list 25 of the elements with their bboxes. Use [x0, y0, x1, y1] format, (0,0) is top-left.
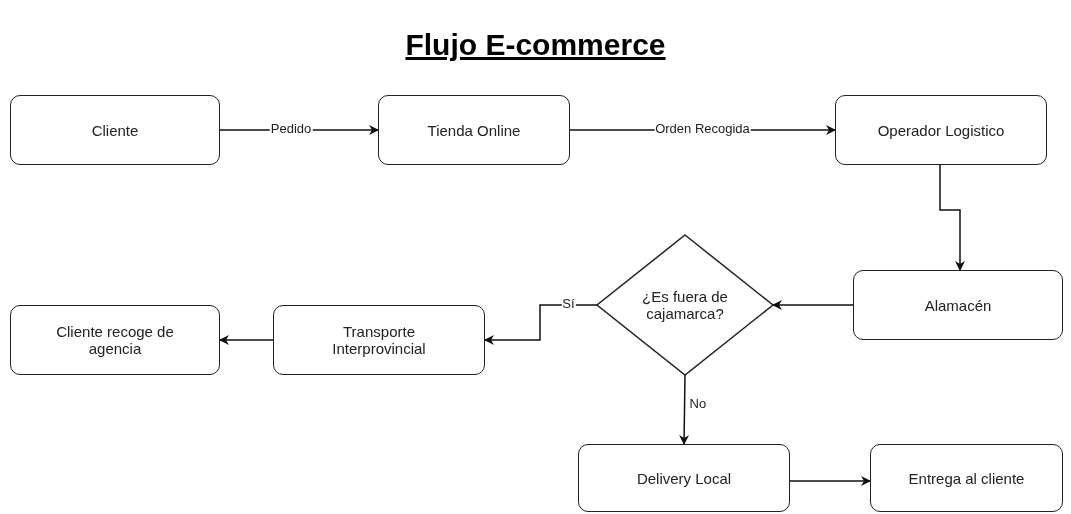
node-label: Cliente recoge de agencia [55, 323, 175, 357]
process-box [273, 305, 485, 375]
process-box [10, 95, 220, 165]
process-box [853, 270, 1063, 340]
process-box [835, 95, 1047, 165]
arrow [679, 374, 690, 445]
process-box [378, 95, 570, 165]
node-label: Alamacén [923, 296, 993, 314]
node-label: Delivery Local [635, 469, 733, 487]
decision-diamond [597, 235, 773, 375]
node-label: Cliente [90, 121, 140, 139]
node-label: Operador Logistico [876, 121, 1006, 139]
node-label: Tienda Online [426, 121, 522, 139]
arrow [772, 300, 854, 310]
node-label: ¿Es fuera de cajamarca? [641, 288, 729, 322]
arrow [219, 335, 274, 345]
arrow [789, 476, 871, 486]
process-box [870, 444, 1063, 512]
process-box [10, 305, 220, 375]
diagram-title: Flujo E-commerce [404, 28, 667, 62]
node-label: Entrega al cliente [907, 469, 1026, 487]
arrow [939, 164, 965, 271]
process-box [578, 444, 790, 512]
node-label: Transporte Interprovincial [331, 323, 427, 357]
arrow [484, 304, 598, 345]
